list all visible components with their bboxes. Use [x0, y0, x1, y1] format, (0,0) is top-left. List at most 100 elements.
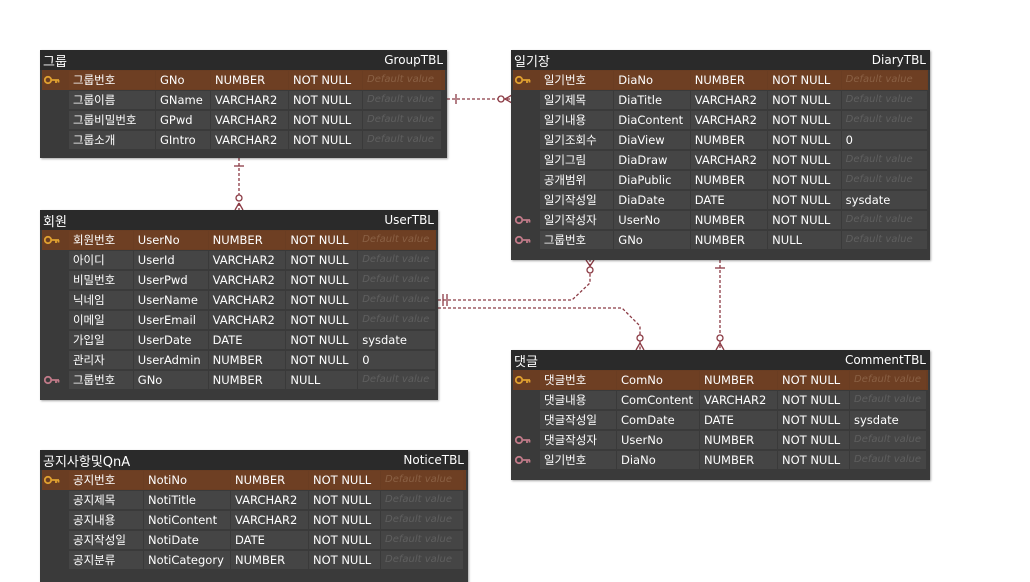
- nullable-cell[interactable]: NOT NULL: [778, 411, 849, 429]
- nullable-cell[interactable]: NOT NULL: [309, 491, 380, 509]
- default-value-cell[interactable]: Default value: [850, 431, 926, 449]
- default-value-cell[interactable]: Default value: [358, 271, 435, 289]
- logical-name-cell[interactable]: 이메일: [68, 311, 133, 329]
- default-value-cell[interactable]: 0: [358, 351, 435, 369]
- nullable-cell[interactable]: NOT NULL: [768, 191, 841, 209]
- data-type-cell[interactable]: NUMBER: [700, 371, 777, 389]
- logical-name-cell[interactable]: 일기내용: [539, 111, 614, 129]
- logical-name-cell[interactable]: 공지번호: [69, 471, 143, 489]
- column-name-cell[interactable]: GNo: [614, 231, 690, 249]
- data-type-cell[interactable]: VARCHAR2: [690, 111, 768, 129]
- data-type-cell[interactable]: VARCHAR2: [211, 111, 288, 129]
- data-type-cell[interactable]: NUMBER: [690, 211, 768, 229]
- default-value-cell[interactable]: sysdate: [841, 191, 928, 209]
- column-name-cell[interactable]: UserNo: [617, 431, 699, 449]
- nullable-cell[interactable]: NOT NULL: [286, 291, 358, 309]
- data-type-cell[interactable]: VARCHAR2: [208, 251, 286, 269]
- nullable-cell[interactable]: NOT NULL: [768, 131, 841, 149]
- nullable-cell[interactable]: NOT NULL: [286, 311, 358, 329]
- nullable-cell[interactable]: NULL: [286, 371, 358, 389]
- data-type-cell[interactable]: DATE: [700, 411, 777, 429]
- nullable-cell[interactable]: NOT NULL: [768, 71, 841, 89]
- logical-name-cell[interactable]: 그룹소개: [69, 131, 155, 149]
- column-name-cell[interactable]: DiaTitle: [614, 91, 690, 109]
- default-value-cell[interactable]: Default value: [358, 251, 435, 269]
- default-value-cell[interactable]: Default value: [358, 371, 435, 389]
- data-type-cell[interactable]: DATE: [231, 531, 308, 549]
- nullable-cell[interactable]: NOT NULL: [286, 331, 358, 349]
- column-name-cell[interactable]: ComDate: [617, 411, 699, 429]
- data-type-cell[interactable]: VARCHAR2: [690, 151, 768, 169]
- column-name-cell[interactable]: UserDate: [133, 331, 208, 349]
- data-type-cell[interactable]: NUMBER: [231, 551, 308, 569]
- default-value-cell[interactable]: Default value: [363, 91, 441, 109]
- logical-name-cell[interactable]: 관리자: [68, 351, 133, 369]
- column-name-cell[interactable]: GNo: [133, 371, 208, 389]
- default-value-cell[interactable]: Default value: [381, 531, 463, 549]
- nullable-cell[interactable]: NOT NULL: [768, 211, 841, 229]
- data-type-cell[interactable]: VARCHAR2: [208, 311, 286, 329]
- logical-name-cell[interactable]: 그룹이름: [69, 91, 155, 109]
- column-name-cell[interactable]: NotiDate: [144, 531, 230, 549]
- column-name-cell[interactable]: GNo: [156, 71, 210, 89]
- data-type-cell[interactable]: VARCHAR2: [211, 131, 288, 149]
- nullable-cell[interactable]: NOT NULL: [768, 151, 841, 169]
- data-type-cell[interactable]: VARCHAR2: [690, 91, 768, 109]
- data-type-cell[interactable]: NUMBER: [690, 171, 768, 189]
- column-name-cell[interactable]: NotiContent: [144, 511, 230, 529]
- data-type-cell[interactable]: VARCHAR2: [211, 91, 288, 109]
- logical-name-cell[interactable]: 가입일: [68, 331, 133, 349]
- default-value-cell[interactable]: Default value: [841, 91, 928, 109]
- logical-name-cell[interactable]: 공개범위: [539, 171, 614, 189]
- default-value-cell[interactable]: sysdate: [850, 411, 926, 429]
- data-type-cell[interactable]: DATE: [690, 191, 768, 209]
- column-name-cell[interactable]: DiaNo: [617, 451, 699, 469]
- data-type-cell[interactable]: VARCHAR2: [231, 511, 308, 529]
- logical-name-cell[interactable]: 그룹번호: [539, 231, 614, 249]
- logical-name-cell[interactable]: 일기그림: [539, 151, 614, 169]
- column-name-cell[interactable]: NotiTitle: [144, 491, 230, 509]
- nullable-cell[interactable]: NOT NULL: [778, 391, 849, 409]
- default-value-cell[interactable]: Default value: [381, 471, 463, 489]
- logical-name-cell[interactable]: 그룹번호: [69, 71, 155, 89]
- default-value-cell[interactable]: Default value: [841, 171, 928, 189]
- nullable-cell[interactable]: NOT NULL: [289, 71, 362, 89]
- column-name-cell[interactable]: NotiCategory: [144, 551, 230, 569]
- logical-name-cell[interactable]: 일기작성자: [539, 211, 614, 229]
- column-name-cell[interactable]: DiaNo: [614, 71, 690, 89]
- column-name-cell[interactable]: GIntro: [156, 131, 210, 149]
- column-name-cell[interactable]: ComContent: [617, 391, 699, 409]
- default-value-cell[interactable]: Default value: [358, 311, 435, 329]
- column-name-cell[interactable]: UserId: [133, 251, 208, 269]
- column-name-cell[interactable]: DiaDate: [614, 191, 690, 209]
- default-value-cell[interactable]: Default value: [841, 71, 928, 89]
- nullable-cell[interactable]: NOT NULL: [286, 251, 358, 269]
- nullable-cell[interactable]: NOT NULL: [289, 111, 362, 129]
- default-value-cell[interactable]: Default value: [358, 231, 435, 249]
- logical-name-cell[interactable]: 일기작성일: [539, 191, 614, 209]
- logical-name-cell[interactable]: 댓글작성일: [540, 411, 616, 429]
- default-value-cell[interactable]: Default value: [363, 71, 441, 89]
- default-value-cell[interactable]: Default value: [841, 151, 928, 169]
- column-name-cell[interactable]: GPwd: [156, 111, 210, 129]
- nullable-cell[interactable]: NOT NULL: [778, 371, 849, 389]
